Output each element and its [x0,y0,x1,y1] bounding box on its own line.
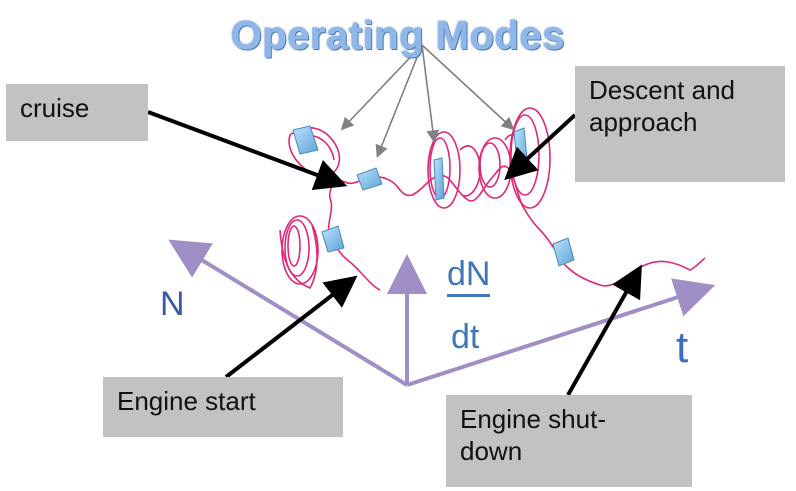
mode-marker [356,167,383,191]
cruise-label-text: cruise [20,93,90,123]
shutdown-label-line2: down [460,436,523,466]
descent-arrow [504,113,577,181]
engine-shutdown-label: Engine shut- down [446,395,692,487]
shutdown-label-line1: Engine shut- [460,404,606,434]
t-axis [406,278,716,387]
mode-marker [321,225,345,253]
dn-label: dN [447,254,491,297]
cruise-label: cruise [6,84,148,141]
engine-start-label: Engine start [103,377,343,437]
title-arrows [340,44,515,158]
cruise-arrow [147,110,348,191]
engine-start-label-text: Engine start [117,386,256,416]
t-axis-label: t [676,323,689,372]
descent-approach-label: Descent and approach [575,66,785,182]
descent-label-line1: Descent and [589,75,735,105]
n-axis-label: N [160,285,185,323]
descent-label-line2: approach [589,107,698,137]
engine-start-arrow [224,275,358,379]
mode-markers [292,125,575,267]
callout-arrows [147,110,642,396]
dt-label: dt [451,318,480,356]
diagram-title: Operating Modes [230,14,566,58]
mode-marker [552,237,575,267]
mode-marker [433,157,445,201]
n-axis [168,239,409,387]
engine-shutdown-arrow [566,264,642,396]
mode-marker [292,125,319,155]
axes [168,239,716,387]
